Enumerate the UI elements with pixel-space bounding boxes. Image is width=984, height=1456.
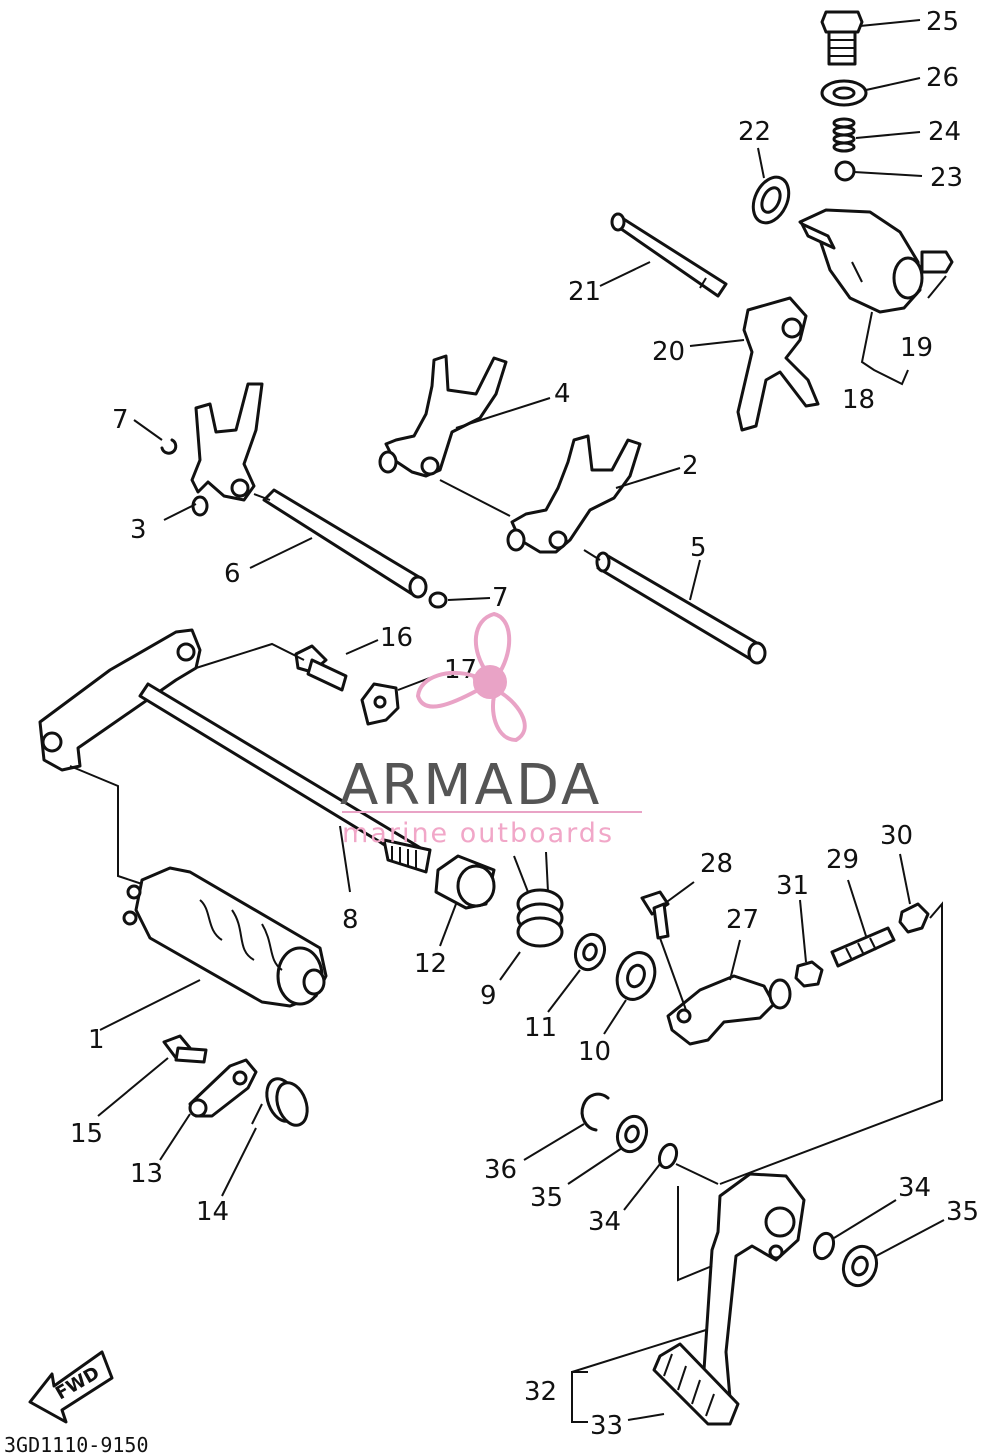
callout-label: 35 — [530, 1183, 563, 1213]
callout-label: 9 — [480, 981, 497, 1011]
part-35-washer-upper — [615, 1114, 649, 1154]
callout-label: 10 — [578, 1037, 611, 1067]
part-19-pin — [920, 250, 954, 274]
part-2-shift-fork — [506, 434, 642, 554]
part-30-nut — [898, 902, 930, 934]
part-20-shift-fork — [736, 296, 820, 432]
part-34-o-ring-upper — [657, 1142, 679, 1170]
callout-label: 3 — [130, 515, 147, 545]
callout-label: 23 — [930, 163, 963, 193]
diagram-code: 3GD1110-9150 — [4, 1433, 149, 1456]
callout-label: 26 — [926, 63, 959, 93]
callout-label: 21 — [568, 277, 601, 307]
part-12-collar — [434, 854, 496, 910]
callout-label: 2 — [682, 451, 699, 481]
callout-label: 6 — [224, 559, 241, 589]
callout-labels: 1 2 3 4 5 6 7 7 8 9 10 11 12 13 14 15 16… — [70, 7, 979, 1441]
part-33-pedal-rubber — [652, 1342, 740, 1426]
part-31-nut — [794, 960, 824, 988]
part-6-guide-bar — [262, 488, 428, 599]
part-18-shift-drum-assy — [798, 208, 924, 314]
part-24-spring — [832, 117, 856, 153]
callout-label: 30 — [880, 821, 913, 851]
part-23-ball — [834, 160, 856, 182]
callout-label: 8 — [342, 905, 359, 935]
part-11-washer — [573, 932, 607, 972]
callout-label: 25 — [926, 7, 959, 37]
part-10-bearing — [615, 951, 657, 1001]
part-17-lock-washer — [360, 682, 400, 726]
callout-label: 14 — [196, 1197, 229, 1227]
callout-label: 35 — [946, 1197, 979, 1227]
callout-label: 7 — [112, 405, 129, 435]
callout-label: 7 — [492, 583, 509, 613]
watermark-brand: ARMADA — [340, 753, 602, 818]
part-21-guide-bar — [610, 212, 728, 298]
leader-lines — [69, 19, 947, 1423]
callout-label: 31 — [776, 871, 809, 901]
part-16-bolt — [294, 644, 348, 692]
callout-label: 27 — [726, 905, 759, 935]
part-5-guide-bar — [595, 551, 767, 665]
callout-label: 20 — [652, 337, 685, 367]
propeller-logo-icon — [415, 611, 527, 743]
callout-label: 16 — [380, 623, 413, 653]
part-13-stopper-arm — [188, 1058, 258, 1118]
callout-label: 12 — [414, 949, 447, 979]
fwd-arrow-icon: FWD — [28, 1350, 114, 1424]
callout-label: 33 — [590, 1411, 623, 1441]
callout-label: 22 — [738, 117, 771, 147]
callout-label: 29 — [826, 845, 859, 875]
callout-label: 1 — [88, 1025, 105, 1055]
part-7-circlip-upper — [160, 438, 178, 455]
callout-label: 34 — [898, 1173, 931, 1203]
callout-label: 28 — [700, 849, 733, 879]
part-4-shift-fork — [378, 354, 508, 478]
callout-label: 18 — [842, 385, 875, 415]
part-9-spring — [513, 851, 564, 948]
watermark-tagline: marine outboards — [342, 818, 614, 849]
part-36-circlip — [580, 1092, 610, 1132]
part-3-shift-fork — [190, 382, 264, 517]
part-32-shift-pedal — [702, 1172, 806, 1406]
callout-label: 34 — [588, 1207, 621, 1237]
callout-label: 13 — [130, 1159, 163, 1189]
part-34-o-ring-lower — [812, 1231, 836, 1261]
callout-label: 5 — [690, 533, 707, 563]
part-22-oil-seal — [751, 175, 791, 225]
callout-label: 17 — [444, 655, 477, 685]
part-15-bolt — [162, 1034, 208, 1064]
part-1-shift-drum — [122, 866, 328, 1008]
callout-label: 24 — [928, 117, 961, 147]
part-35-washer-lower — [841, 1244, 879, 1288]
part-14-spring — [251, 1077, 309, 1127]
callout-label: 19 — [900, 333, 933, 363]
part-29-bolt — [830, 926, 896, 968]
callout-label: 4 — [554, 379, 571, 409]
part-27-stopper-lever — [666, 974, 792, 1046]
part-7-circlip-lower — [428, 591, 448, 609]
callout-label: 36 — [484, 1155, 517, 1185]
part-25-bolt — [820, 10, 864, 66]
callout-label: 15 — [70, 1119, 103, 1149]
part-26-washer — [820, 79, 868, 107]
armada-watermark: ARMADA marine outboards — [340, 611, 642, 849]
callout-label: 32 — [524, 1377, 557, 1407]
callout-label: 11 — [524, 1013, 557, 1043]
part-28-screw — [640, 890, 670, 940]
part-8-shift-shaft — [38, 628, 432, 874]
